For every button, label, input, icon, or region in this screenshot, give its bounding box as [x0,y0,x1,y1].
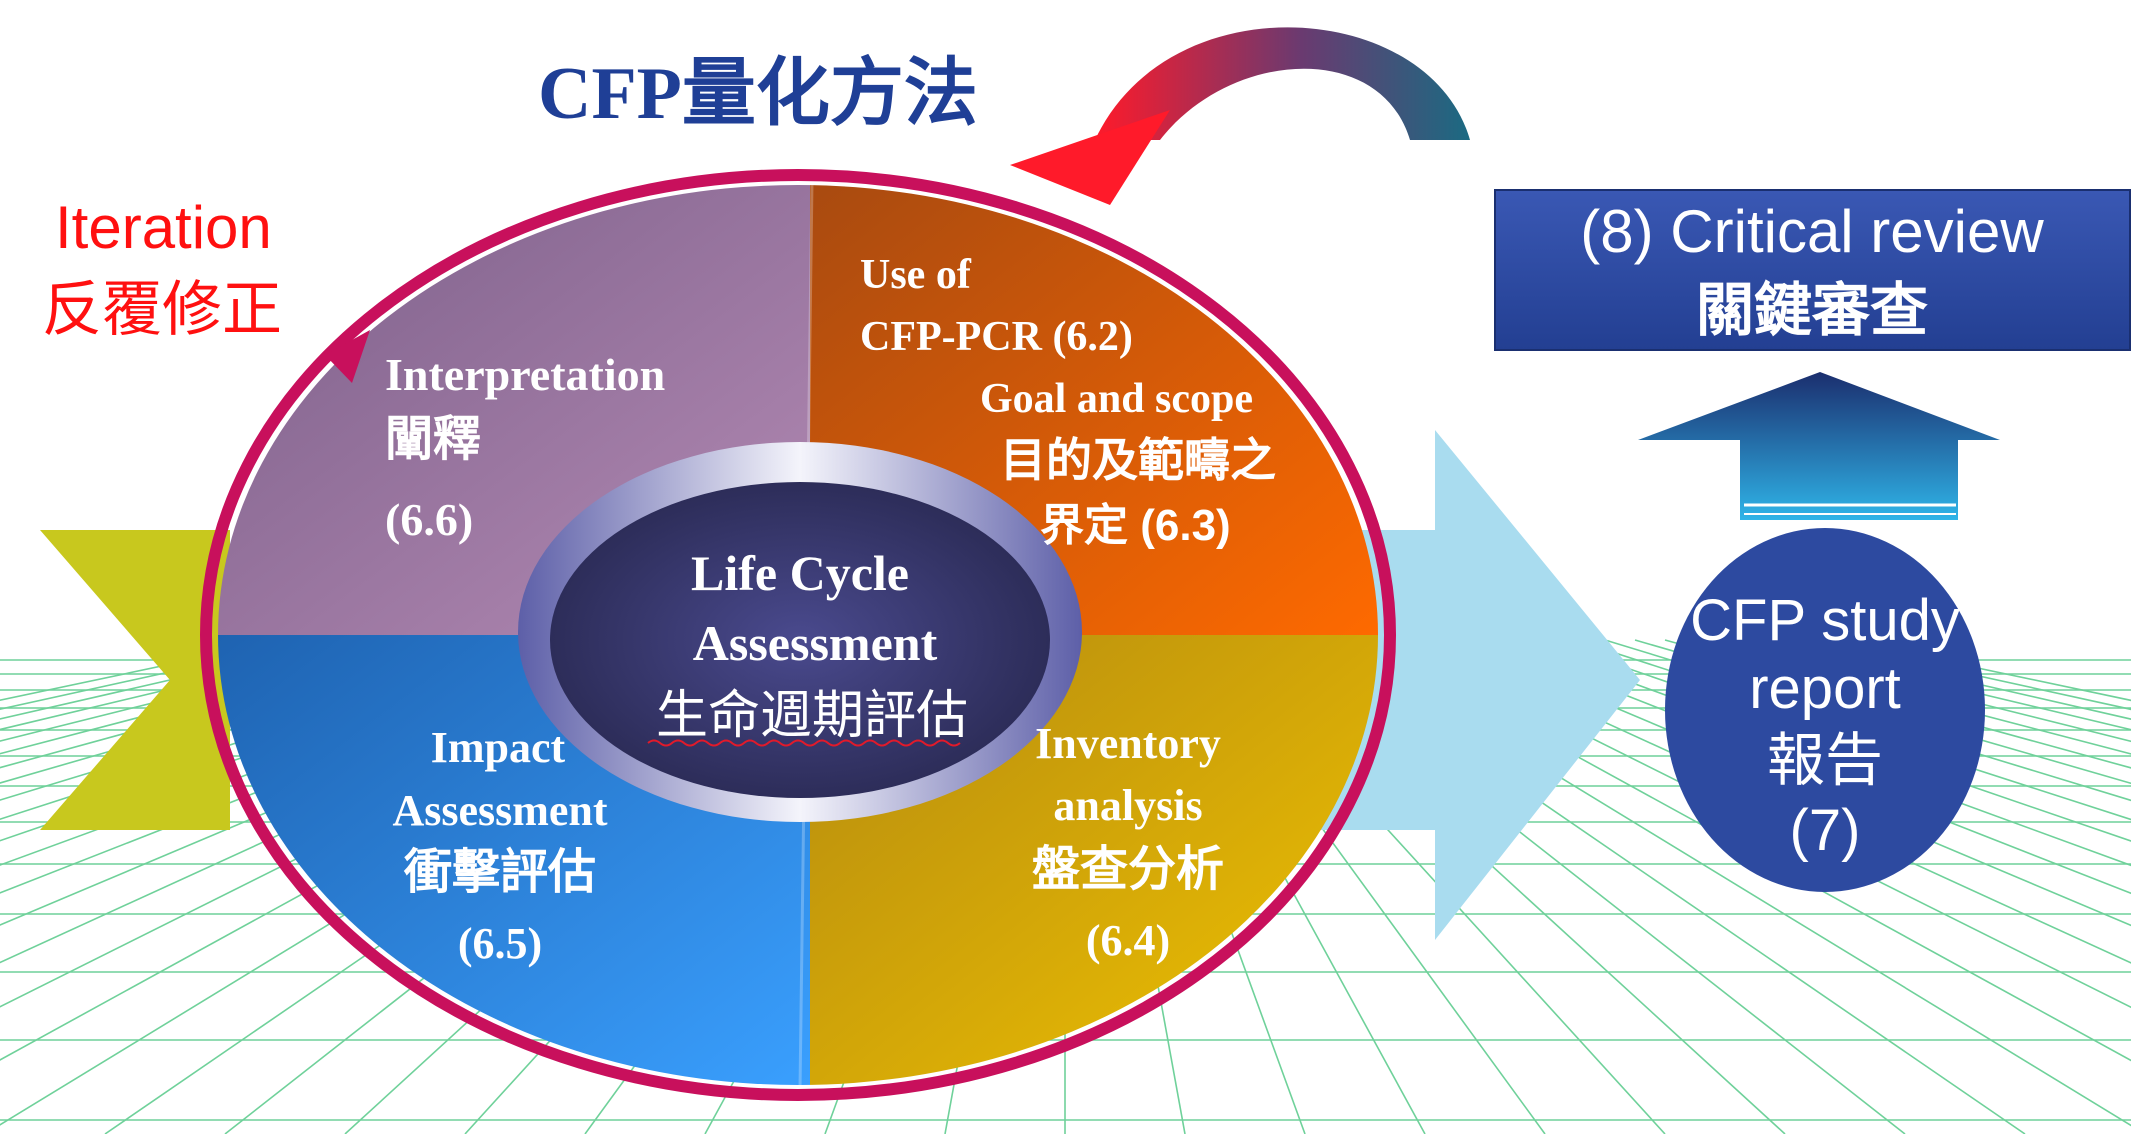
interpretation-en: Interpretation [385,349,665,400]
hub-line2: Assessment [693,615,938,671]
iteration-label-zh: 反覆修正 [42,276,282,343]
feedback-arrowhead [1010,110,1170,205]
iteration-ring [200,169,1396,1101]
report-line2: report [1749,656,1901,721]
critical-review-line1: (8) Critical review [1580,198,2044,265]
iteration-label-en: Iteration [55,194,272,261]
hub-line1: Life Cycle [691,545,909,601]
inventory-en1: Inventory [1035,719,1221,768]
report-line1: CFP study [1690,588,1960,653]
goal-zh2: 界定 (6.3) [1040,501,1231,550]
interpretation-num: (6.6) [385,494,473,545]
ring-arrowhead [325,330,370,383]
impact-num: (6.5) [458,919,542,968]
critical-review-line2: 關鍵審查 [1696,278,1928,343]
impact-zh: 衝擊評估 [403,846,596,899]
interpretation-zh: 闡釋 [385,413,481,466]
goal-zh1: 目的及範疇之 [1000,434,1276,486]
feedback-curve-arrow [1095,27,1470,140]
report-circle [1665,528,1985,892]
inventory-en2: analysis [1053,781,1202,830]
cfp-pcr-label: CFP-PCR (6.2) [860,314,1133,360]
impact-en1: Impact [431,723,566,772]
use-of-label: Use of [860,252,972,298]
impact-en2: Assessment [392,786,607,835]
inventory-num: (6.4) [1086,916,1170,965]
page-title: CFP量化方法 [538,53,978,135]
input-arrow [40,530,230,830]
hub-line3: 生命週期評估 [656,687,968,745]
hub-inner [550,482,1050,798]
report-line3: 報告 [1767,728,1883,793]
report-line4: (7) [1790,798,1861,863]
up-arrow [1638,372,2000,520]
goal-en: Goal and scope [980,376,1253,422]
critical-review-box [1494,189,2131,351]
inventory-zh: 盤查分析 [1032,843,1224,896]
